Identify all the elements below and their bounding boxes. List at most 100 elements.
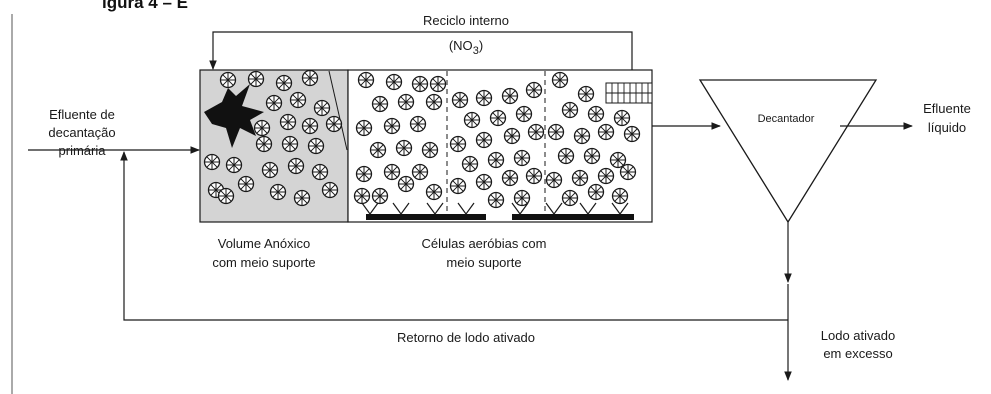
carrier-media-icon <box>611 187 629 205</box>
carrier-media-icon <box>411 163 429 181</box>
carrier-media-icon <box>369 141 387 159</box>
carrier-media-icon <box>503 127 521 145</box>
carrier-media-icon <box>383 117 401 135</box>
carrier-media-icon <box>355 165 373 183</box>
carrier-media-icon <box>577 85 595 103</box>
carrier-media-icon <box>425 93 443 111</box>
carrier-media-icon <box>371 95 389 113</box>
carrier-media-icon <box>561 101 579 119</box>
decantador-settler <box>698 79 878 224</box>
carrier-media-icon <box>269 183 287 201</box>
carrier-media-icon <box>281 135 299 153</box>
carrier-media-icon <box>397 93 415 111</box>
carrier-media-icon <box>619 163 637 181</box>
carrier-media-icon <box>573 127 591 145</box>
carrier-media-icon <box>353 187 371 205</box>
carrier-media-icon <box>203 153 221 171</box>
influent-label-line1: Efluente de <box>49 107 115 122</box>
carrier-media-icon <box>489 109 507 127</box>
carrier-media-icon <box>293 189 311 207</box>
carrier-media-icon <box>261 161 279 179</box>
carrier-media-icon <box>265 94 283 112</box>
figure-caption-fragment: igura 4 – E <box>102 0 188 12</box>
carrier-media-icon <box>515 105 533 123</box>
carrier-media-icon <box>613 109 631 127</box>
carrier-media-icon <box>313 99 331 117</box>
carrier-media-icon <box>371 187 389 205</box>
carrier-media-icon <box>275 74 293 92</box>
carrier-media-icon <box>571 169 589 187</box>
carrier-media-icon <box>623 125 641 143</box>
carrier-media-icon <box>475 131 493 149</box>
aeration-diffusers <box>361 202 634 220</box>
carrier-media-icon <box>307 137 325 155</box>
carrier-media-icon <box>397 175 415 193</box>
carrier-media-icon <box>325 115 343 133</box>
carrier-media-icon <box>219 71 237 89</box>
carrier-media-icon <box>501 169 519 187</box>
carrier-media-icon <box>217 187 235 205</box>
carrier-media-icon <box>545 171 563 189</box>
effluent-label-line1: Efluente <box>923 101 971 116</box>
anoxic-baffle <box>328 70 348 151</box>
carrier-media-icon <box>429 75 447 93</box>
carrier-media-icon <box>475 89 493 107</box>
carrier-media-icon <box>587 183 605 201</box>
carrier-media-icon <box>525 81 543 99</box>
return-sludge-label: Retorno de lodo ativado <box>397 330 535 345</box>
carrier-media-icon <box>301 69 319 87</box>
carrier-media-icon <box>597 123 615 141</box>
return-sludge-arrow <box>120 151 788 321</box>
carrier-media-icon <box>461 155 479 173</box>
carrier-media-icon <box>409 115 427 133</box>
carrier-media-icon <box>383 163 401 181</box>
diffuser-bar-2 <box>512 214 634 220</box>
carrier-media-icon <box>311 163 329 181</box>
anoxic-label-line2: com meio suporte <box>212 255 315 270</box>
influent-label-line3: primária <box>59 143 107 158</box>
carrier-media-icon <box>385 73 403 91</box>
carrier-media-icon <box>225 156 243 174</box>
carrier-media-icon <box>425 183 443 201</box>
aerobic-label-line2: meio suporte <box>446 255 521 270</box>
effluent-label-line2: líquido <box>928 120 966 135</box>
diffuser-bar-1 <box>366 214 486 220</box>
internal-recycle-label: Reciclo interno <box>423 13 509 28</box>
carrier-media-icon <box>421 141 439 159</box>
carrier-media-icon <box>321 181 339 199</box>
carrier-media-icon <box>597 167 615 185</box>
carrier-media-icon <box>237 175 255 193</box>
carrier-media-icon <box>357 71 375 89</box>
carrier-media-icon <box>547 123 565 141</box>
nitrate-label: (NO3) <box>449 38 483 57</box>
carrier-media-icon <box>289 91 307 109</box>
carrier-media-icon <box>561 189 579 207</box>
influent-label-line2: decantação <box>48 125 115 140</box>
carrier-media-icon <box>247 70 265 88</box>
carrier-media-icon <box>609 151 627 169</box>
carrier-media-icon <box>527 123 545 141</box>
aerobic-label-line1: Células aeróbias com <box>421 236 546 251</box>
carrier-media-icon <box>501 87 519 105</box>
excess-sludge-label-line1: Lodo ativado <box>821 328 895 343</box>
carrier-media-icon <box>463 111 481 129</box>
carrier-media-icon <box>355 119 373 137</box>
carrier-media-icon <box>287 157 305 175</box>
carrier-media-icon <box>449 177 467 195</box>
decantador-label: Decantador <box>758 113 815 125</box>
carrier-media-icon <box>301 117 319 135</box>
carrier-media-icon <box>449 135 467 153</box>
anoxic-mixer-icon <box>204 84 264 148</box>
carrier-media-icon <box>395 139 413 157</box>
carrier-media-icon <box>557 147 575 165</box>
carrier-media-icon <box>411 75 429 93</box>
anoxic-label-line1: Volume Anóxico <box>218 236 311 251</box>
carrier-media-icon <box>253 119 271 137</box>
carrier-media-icon <box>255 135 273 153</box>
carrier-media-icon <box>513 149 531 167</box>
carrier-media-icon <box>279 113 297 131</box>
carrier-media-icon <box>587 105 605 123</box>
excess-sludge-label-line2: em excesso <box>823 346 892 361</box>
carrier-media-icon <box>451 91 469 109</box>
